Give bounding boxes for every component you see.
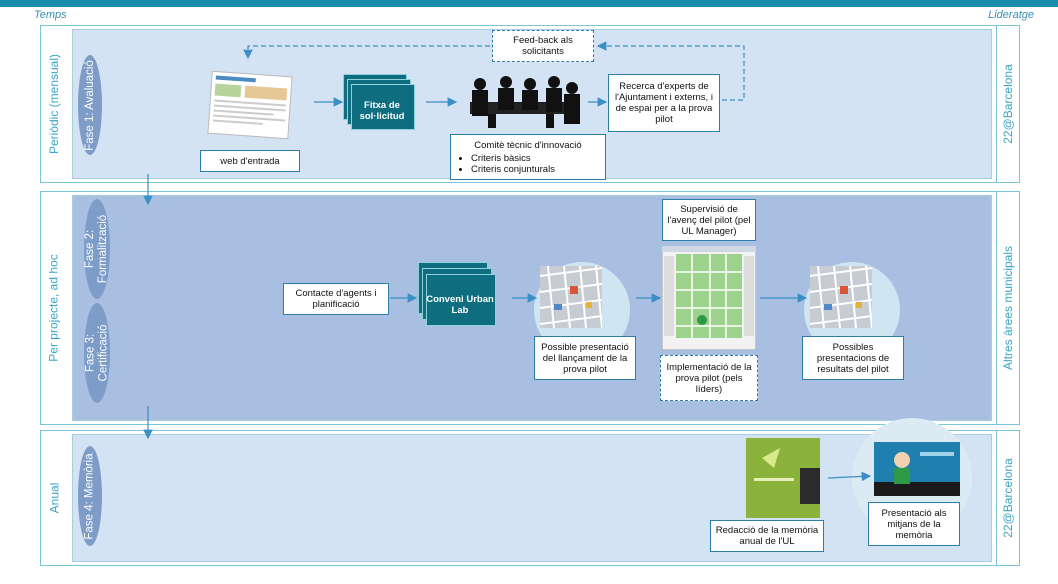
lane-annual-leader (996, 430, 1020, 566)
possible-llancament-box: Possible presentació del llançament de l… (534, 336, 636, 380)
header-time: Temps (34, 9, 67, 21)
possibles-resultats-box: Possibles presentacions de resultats del… (802, 336, 904, 380)
supervisio-box: Supervisió de l'avenç del pilot (pel UL … (662, 199, 756, 241)
phase-1-badge: Fase 1: Avaluació (78, 55, 102, 155)
web-page-image (207, 70, 293, 140)
software-map-image (662, 246, 756, 350)
contacte-box: Contacte d'agents i planificació (283, 283, 389, 315)
arrow-recerca-to-feedback (596, 41, 745, 101)
lane-project-leader (996, 191, 1020, 425)
presentacio-mitjans-box: Presentació als mitjans de la memòria (868, 502, 960, 546)
conveni-document-icon: Conveni Urban Lab (418, 262, 496, 326)
lane-periodic-leader (996, 25, 1020, 183)
comite-criterion: Criteris conjunturals (471, 164, 555, 175)
implementacio-box: Implementació de la prova pilot (pels lí… (660, 355, 758, 401)
meeting-people-image (470, 76, 580, 128)
phase-4-badge: Fase 4: Memòria (78, 446, 102, 546)
comite-criteria-list: Criteris bàsics Criteris conjunturals (459, 153, 555, 175)
web-entrada-box: web d'entrada (200, 150, 300, 172)
press-presentation-image (874, 442, 960, 496)
fitxa-label: Fitxa de sol·licitud (359, 100, 405, 122)
conveni-label: Conveni Urban Lab (426, 294, 494, 316)
phase-2-badge: Fase 2: Formalització (84, 199, 110, 299)
top-accent-bar (0, 0, 1058, 7)
lane-annual-body (72, 434, 992, 562)
arrow-memoria-to-presentacio (827, 471, 872, 482)
comite-title: Comitè tècnic d'innovació (474, 139, 582, 151)
redaccio-box: Redacció de la memòria anual de l'UL (710, 520, 824, 552)
header-leadership: Lideratge (988, 9, 1034, 21)
feedback-box: Feed-back als solicitants (492, 30, 594, 62)
arrow-feedback-to-web (243, 45, 490, 60)
fitxa-document-icon: Fitxa de sol·licitud (343, 74, 415, 132)
city-map-image-2 (810, 266, 872, 328)
phase-3-badge: Fase 3: Certificació (84, 303, 110, 403)
memoria-book-image (746, 438, 820, 518)
comite-box: Comitè tècnic d'innovació Criteris bàsic… (450, 134, 606, 180)
comite-criterion: Criteris bàsics (471, 153, 555, 164)
city-map-image-1 (540, 266, 602, 328)
recerca-box: Recerca d'experts de l'Ajuntament i exte… (608, 74, 720, 132)
